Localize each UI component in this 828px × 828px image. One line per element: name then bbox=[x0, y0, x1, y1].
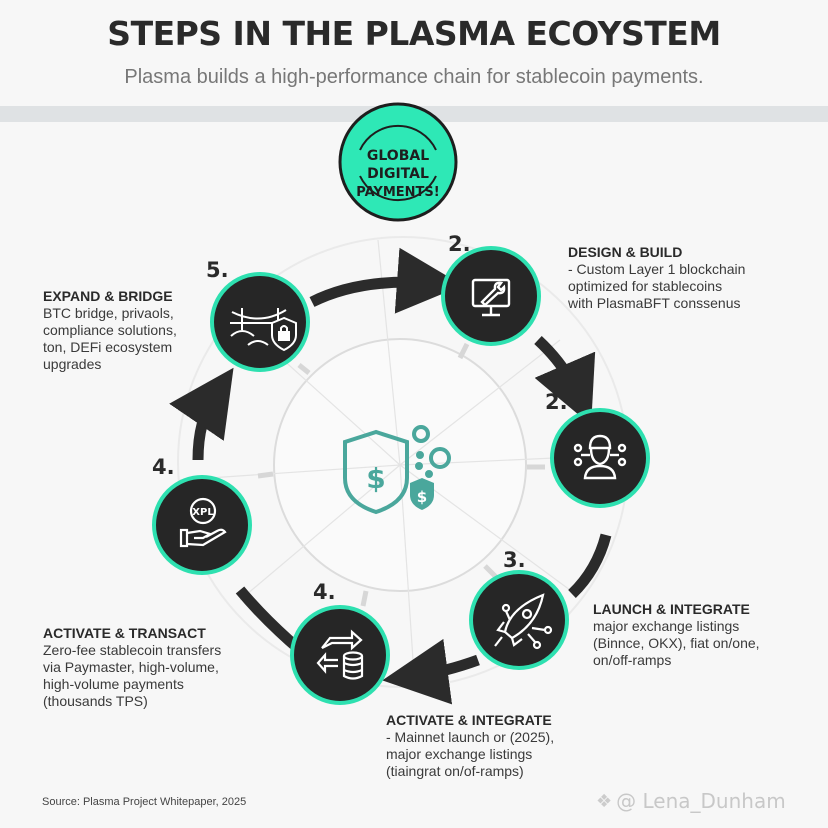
arrow-4b-to-5 bbox=[169, 367, 234, 461]
step-number-expand: 5. bbox=[206, 258, 229, 282]
label-launch-integrate: LAUNCH & INTEGRATE major exchange listin… bbox=[593, 601, 760, 669]
svg-text:$: $ bbox=[417, 488, 427, 506]
arrow-3-to-4 bbox=[382, 638, 480, 705]
arrow-5-to-2 bbox=[309, 247, 463, 314]
label-line: BTC bridge, privaols, bbox=[43, 305, 174, 321]
label-activate-integrate: ACTIVATE & INTEGRATE - Mainnet launch or… bbox=[386, 712, 554, 780]
step-number-launch: 3. bbox=[503, 548, 526, 572]
label-line: Zero-fee stablecoin transfers bbox=[43, 642, 222, 658]
source-note: Source: Plasma Project Whitepaper, 2025 bbox=[42, 796, 247, 808]
watermark-logo-icon: ❖ bbox=[596, 790, 613, 812]
xpl-hand-icon: XPL bbox=[179, 497, 227, 548]
label-heading: EXPAND & BRIDGE bbox=[43, 288, 173, 304]
step-node-expand bbox=[210, 272, 310, 372]
label-heading: ACTIVATE & INTEGRATE bbox=[386, 712, 552, 728]
label-line: high-volume payments bbox=[43, 676, 184, 692]
badge-line-1: GLOBAL bbox=[367, 148, 429, 164]
label-heading: DESIGN & BUILD bbox=[568, 244, 683, 260]
step-node-activate-transact: XPL bbox=[152, 475, 252, 575]
label-design-build: DESIGN & BUILD - Custom Layer 1 blockcha… bbox=[568, 244, 745, 312]
step-number-activate-transact: 4. bbox=[152, 455, 175, 479]
badge-line-2: DIGITAL bbox=[367, 166, 429, 182]
label-line: compliance solutions, bbox=[43, 322, 177, 338]
transfer-database-icon bbox=[316, 629, 364, 680]
label-heading: LAUNCH & INTEGRATE bbox=[593, 601, 750, 617]
label-line: on/off-ramps bbox=[593, 652, 672, 668]
rocket-icon bbox=[494, 593, 553, 650]
bridge-shield-lock-icon bbox=[230, 308, 297, 352]
step-node-activate-integrate bbox=[290, 605, 390, 705]
step-number-person: 2. bbox=[545, 390, 568, 414]
arrow-2b-to-3 bbox=[568, 533, 612, 598]
label-line: via Paymaster, high-volume, bbox=[43, 659, 219, 675]
arrow-2-to-2b bbox=[534, 335, 596, 426]
label-line: - Mainnet launch or (2025), bbox=[386, 729, 555, 745]
label-line: - Custom Layer 1 blockchain bbox=[568, 261, 746, 277]
label-heading: ACTIVATE & TRANSACT bbox=[43, 625, 206, 641]
wheel-connectors bbox=[257, 342, 545, 607]
svg-text:$: $ bbox=[366, 462, 385, 495]
label-line: (thousands TPS) bbox=[43, 693, 148, 709]
person-network-icon bbox=[573, 434, 627, 480]
label-line: major exchange listings bbox=[593, 618, 740, 634]
page-subtitle: Plasma builds a high-performance chain f… bbox=[124, 66, 704, 88]
badge-line-3: PAYMENTS! bbox=[356, 185, 439, 200]
label-line: major exchange listings bbox=[386, 746, 533, 762]
step-number-activate-integrate: 4. bbox=[313, 580, 336, 604]
watermark: ❖ @ Lena_Dunham bbox=[596, 789, 786, 813]
svg-text:XPL: XPL bbox=[192, 507, 214, 518]
label-line: optimized for stablecoins bbox=[568, 278, 723, 294]
shield-dollar-gears-icon: $ $ bbox=[343, 425, 451, 515]
label-expand-bridge: EXPAND & BRIDGE BTC bridge, privaols, co… bbox=[43, 288, 177, 373]
step-node-person bbox=[550, 408, 650, 508]
label-line: ton, DEFi ecosystem bbox=[43, 339, 173, 355]
step-node-design bbox=[441, 246, 541, 346]
page-title: STEPS IN THE PLASMA ECOYSTEM bbox=[107, 14, 721, 53]
global-payments-badge: GLOBAL DIGITAL PAYMENTS! bbox=[338, 102, 458, 222]
watermark-text: @ Lena_Dunham bbox=[616, 789, 786, 813]
step-node-launch bbox=[469, 570, 569, 670]
monitor-wrench-icon bbox=[471, 278, 511, 317]
label-line: (tiaingrat on/of-ramps) bbox=[386, 763, 524, 779]
label-line: with PlasmaBFT conssenus bbox=[568, 295, 741, 311]
step-number-design: 2. bbox=[448, 232, 471, 256]
arrow-4-to-4b bbox=[235, 586, 304, 655]
label-line: (Binnce, OKX), fiat on/one, bbox=[593, 635, 760, 651]
label-line: upgrades bbox=[43, 356, 102, 372]
label-activate-transact: ACTIVATE & TRANSACT Zero-fee stablecoin … bbox=[43, 625, 221, 710]
